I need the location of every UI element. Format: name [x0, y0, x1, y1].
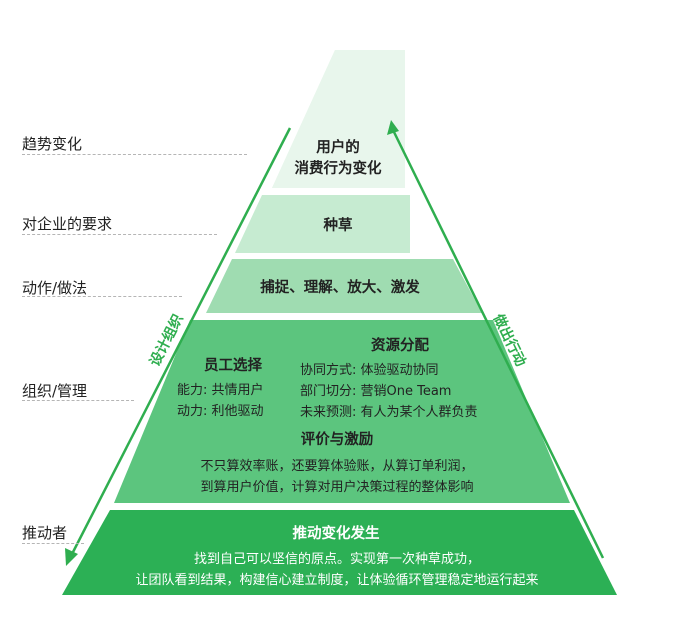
tier-4-shape [114, 320, 570, 503]
tier-3-title: 捕捉、理解、放大、激发 [260, 280, 420, 296]
tier-2-shape [235, 195, 410, 253]
tier-5-line-2: 让团队看到结果，构建信心建立制度，让体验循环管理稳定地运行起来 [135, 573, 539, 588]
tier-2-title: 种草 [323, 218, 353, 234]
eval-line-2: 到算用户价值，计算对用户决策过程的整体影响 [200, 480, 474, 495]
eval-line-1: 不只算效率账，还要算体验账，从算订单利润， [200, 459, 474, 474]
tier-5-title: 推动变化发生 [292, 526, 380, 542]
label-action: 动作/做法 [22, 279, 88, 297]
tier-3-shape [206, 259, 482, 313]
left-arrowhead [65, 548, 78, 566]
staff-line-2: 动力: 利他驱动 [177, 404, 264, 419]
staff-title: 员工选择 [204, 358, 262, 374]
right-arrowhead [387, 120, 399, 135]
label-action-leader [22, 296, 182, 297]
label-requirement: 对企业的要求 [22, 215, 113, 233]
tier-5-line-1: 找到自己可以坚信的原点。实现第一次种草成功， [193, 552, 481, 567]
left-arrow-line [69, 127, 292, 557]
tier-1-line-1: 用户的 [316, 140, 360, 156]
apex-shape [272, 50, 405, 188]
resource-line-1: 协同方式: 体验驱动协同 [300, 363, 439, 378]
label-trend: 趋势变化 [22, 135, 83, 153]
staff-line-1: 能力: 共情用户 [177, 383, 264, 398]
resource-line-2: 部门切分: 营销One Team [300, 384, 452, 399]
label-organization: 组织/管理 [22, 382, 88, 400]
label-organization-leader [22, 400, 134, 401]
tier-1-line-2: 消费行为变化 [294, 161, 382, 177]
label-driver-leader [22, 543, 84, 544]
eval-title: 评价与激励 [300, 432, 374, 448]
right-arrow-line [391, 129, 605, 559]
label-driver: 推动者 [22, 524, 68, 542]
label-trend-leader [22, 154, 247, 155]
tier-5-shape [62, 510, 617, 595]
resource-title: 资源分配 [371, 338, 429, 354]
label-requirement-leader [22, 234, 217, 235]
resource-line-3: 未来预测: 有人为某个人群负责 [300, 405, 478, 420]
